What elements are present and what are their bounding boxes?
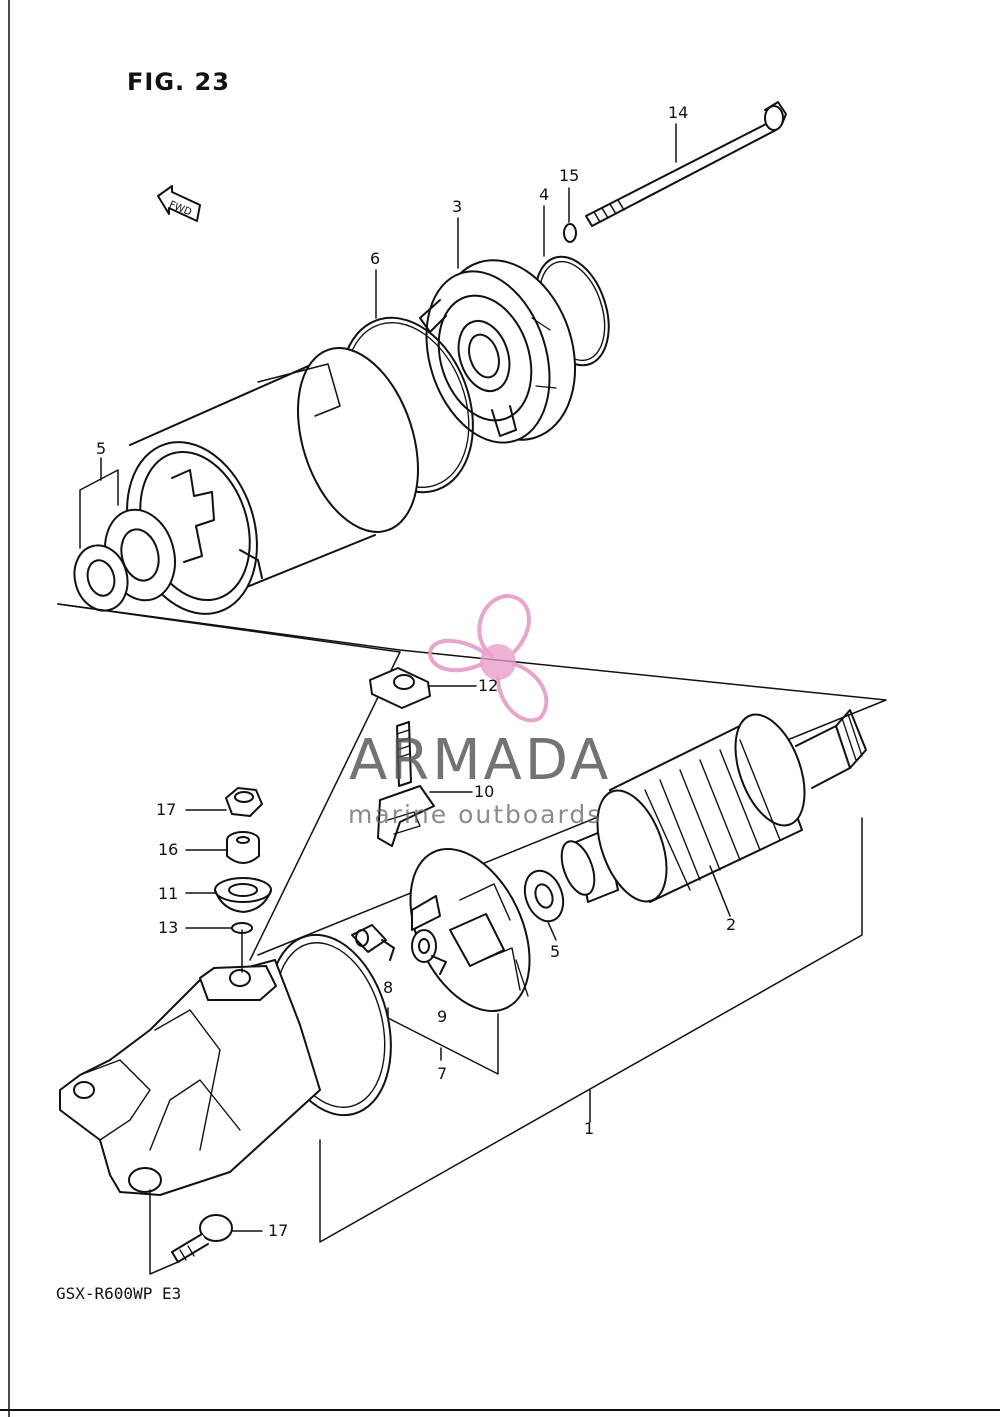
armada-propeller-logo-icon [428,594,549,723]
washer-5-lower [523,869,565,941]
washer-set-5-upper [73,457,176,612]
watermark-tagline: marine outboards [348,800,603,829]
callout-8-left: 8 [383,978,394,997]
armature-2 [560,709,867,917]
callout-10: 11 [158,884,179,903]
callout-7: 7 [437,1064,448,1083]
terminal-bolt-9 [377,721,473,847]
brush-8a [351,924,395,961]
callout-9: 10 [474,782,495,801]
nut-16 [185,787,263,817]
callout-16: 17 [156,800,177,819]
callout-8-right: 9 [437,1007,448,1026]
model-code: GSX-R600WP E3 [56,1284,182,1303]
callout-17: 17 [268,1221,289,1240]
end-cover-3 [419,259,577,444]
watermark-brand: ARMADA [349,728,612,793]
callout-2: 2 [726,915,737,934]
callout-5-lower: 5 [550,942,561,961]
bolt-17 [149,1189,263,1275]
nut-15 [185,831,260,864]
callout-15: 16 [158,840,179,859]
callout-4: 4 [539,185,550,204]
callout-1: 1 [584,1119,595,1138]
washer-14 [563,223,577,243]
guide-lines [57,603,887,1243]
callout-13: 14 [668,103,689,122]
brush-8b [411,929,447,975]
front-housing-1 [59,929,392,1196]
callout-3: 3 [452,197,463,216]
callout-6: 6 [370,249,381,268]
callout-14: 15 [559,166,580,185]
bracket-7 [387,1007,499,1075]
callout-5-upper: 5 [96,439,107,458]
figure-title: FIG. 23 [127,68,230,96]
callout-12: 13 [158,918,179,937]
callout-11: 12 [478,676,499,695]
clamp-11 [369,667,477,709]
leader-lines [375,123,677,1123]
fwd-arrow-icon: FWD [157,185,201,222]
brush-holder [409,848,531,1012]
long-bolt-13 [585,101,787,227]
bushing-10 [185,877,272,913]
